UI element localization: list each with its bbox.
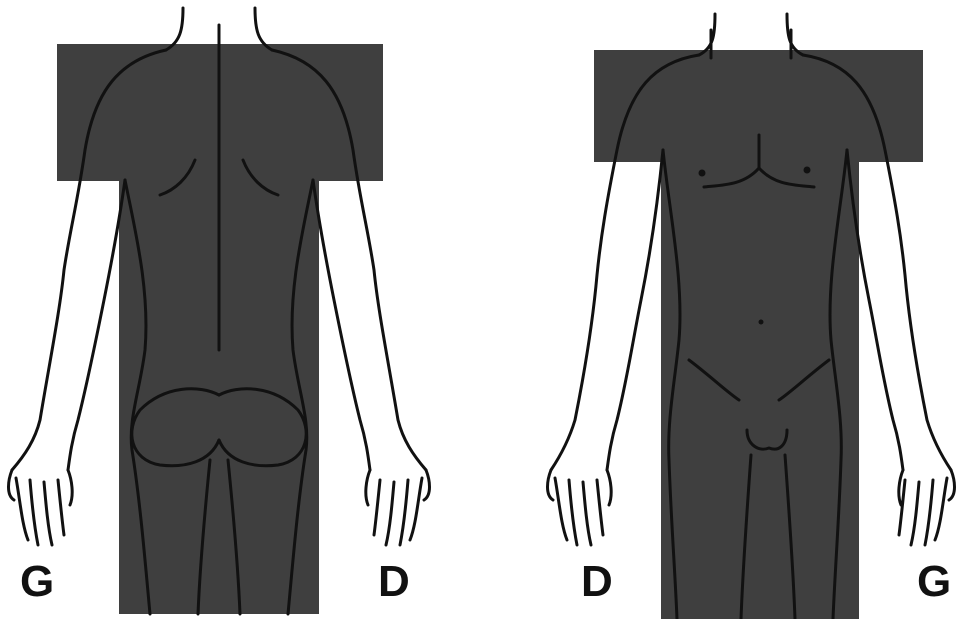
- back-right-hand: [366, 470, 430, 545]
- front-right-nipple: [804, 167, 811, 174]
- back-left-arm-inner: [68, 180, 125, 470]
- front-left-arm-inner: [607, 150, 663, 470]
- back-right-side-label: D: [378, 560, 410, 604]
- front-left-hand: [548, 470, 612, 545]
- back-right-arm-inner: [313, 180, 370, 470]
- front-neck-right: [787, 14, 803, 55]
- front-neck-left: [699, 14, 715, 55]
- front-navel: [759, 320, 764, 325]
- back-neck-left: [166, 8, 183, 50]
- back-left-hand: [9, 470, 73, 545]
- front-body-diagram: [489, 0, 977, 619]
- front-left-nipple: [699, 170, 706, 177]
- back-view-figure: G D: [0, 0, 488, 619]
- back-body-diagram: [0, 0, 488, 619]
- front-right-side-label: G: [917, 560, 951, 604]
- front-view-figure: D G: [489, 0, 977, 619]
- front-left-side-label: D: [581, 560, 613, 604]
- front-right-hand: [899, 470, 955, 545]
- back-left-side-label: G: [20, 560, 54, 604]
- back-neck-right: [255, 8, 272, 50]
